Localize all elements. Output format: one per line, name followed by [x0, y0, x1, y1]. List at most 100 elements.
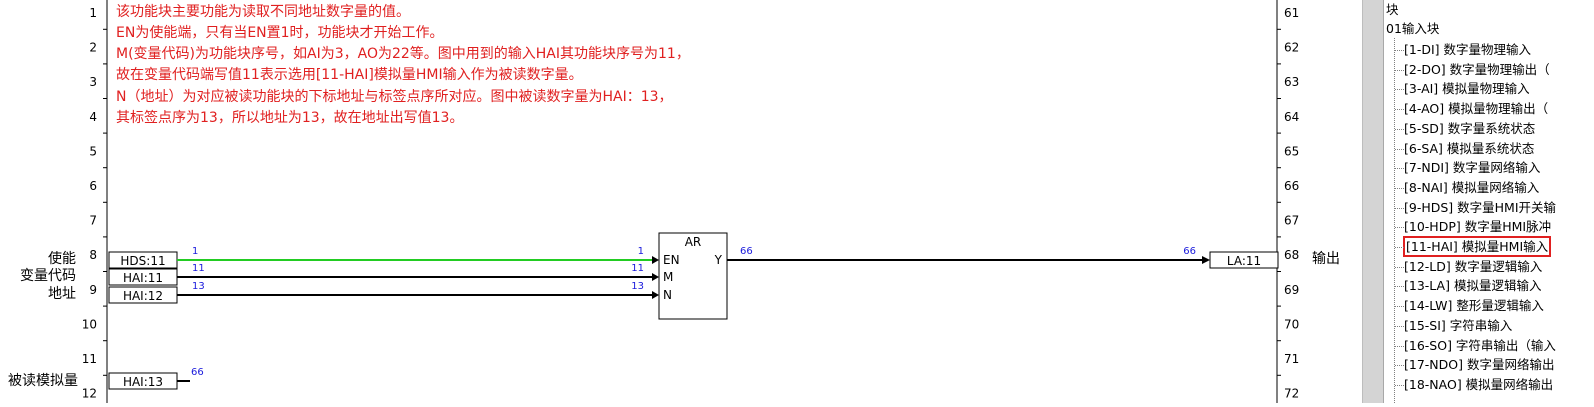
- row-number-left: 4: [89, 110, 97, 124]
- enable-arrow: [652, 256, 659, 264]
- row-number-left: 8: [89, 248, 97, 262]
- note-line: 该功能块主要功能为读取不同地址数字量的值。: [116, 3, 410, 20]
- label-read-analog: 被读模拟量: [8, 372, 78, 389]
- row-number-right: 61: [1284, 6, 1299, 20]
- pin-en: EN: [663, 253, 680, 267]
- block-title: AR: [685, 235, 702, 249]
- input-box-read-label: HAI:13: [123, 375, 163, 389]
- input-box-en-label: HDS:11: [120, 254, 165, 268]
- tree-branch-line: [1395, 266, 1404, 268]
- row-number-left: 1: [89, 6, 97, 20]
- output-arrow: [1202, 256, 1210, 264]
- input-box-read[interactable]: HAI:13: [108, 372, 178, 390]
- code-arrow: [652, 273, 659, 281]
- note-line: EN为使能端，只有当EN置1时，功能块才开始工作。: [116, 24, 444, 41]
- label-variable-code: 变量代码: [20, 268, 76, 284]
- row-number-right: 62: [1284, 41, 1299, 55]
- tree-branch-line: [1395, 345, 1404, 347]
- address-arrow: [652, 291, 659, 299]
- block-tree-panel: 块 01输入块 [1-DI] 数字量物理输入 [2-DO] 数字量物理输出（ [3-…: [1383, 0, 1594, 403]
- input-box-n-label: HAI:12: [123, 289, 163, 303]
- row-number-left: 12: [82, 387, 97, 401]
- tree-item[interactable]: [5-SD] 数字量系统状态: [1404, 120, 1536, 136]
- row-number-right: 63: [1284, 75, 1299, 89]
- input-box-m[interactable]: HAI:11: [108, 268, 178, 286]
- value-en-src: 1: [192, 246, 198, 257]
- tree-item[interactable]: [14-LW] 整形量逻辑输入: [1404, 298, 1544, 314]
- row-number-right: 71: [1284, 352, 1299, 366]
- row-number-left: 9: [89, 283, 97, 297]
- value-y-dst: 66: [1183, 246, 1196, 257]
- ar-function-block[interactable]: AR EN M N Y: [658, 232, 728, 320]
- row-number-right: 72: [1284, 387, 1299, 401]
- tree-branch-line: [1395, 306, 1404, 308]
- row-number-right: 65: [1284, 144, 1299, 158]
- value-en-dst: 1: [638, 246, 644, 257]
- tree-branch-line: [1395, 384, 1404, 386]
- tree-item[interactable]: [11-HAI] 模拟量HMI输入: [1402, 236, 1552, 257]
- note-line: N（地址）为对应被读功能块的下标地址与标签点序所对应。图中被读数字量为HAI：1…: [116, 88, 673, 105]
- pin-y: Y: [714, 253, 723, 267]
- row-number-left: 2: [89, 41, 97, 55]
- row-number-left: 6: [89, 179, 97, 193]
- tree-branch-line: [1395, 168, 1404, 170]
- row-number-left: 11: [82, 352, 97, 366]
- row-number-right: 66: [1284, 179, 1299, 193]
- input-box-en[interactable]: HDS:11: [108, 251, 178, 269]
- tree-item[interactable]: [13-LA] 模拟量逻辑输入: [1404, 278, 1542, 294]
- label-address: 地址: [48, 286, 76, 302]
- input-box-m-label: HAI:11: [123, 271, 163, 285]
- row-number-left: 3: [89, 75, 97, 89]
- input-box-n[interactable]: HAI:12: [108, 286, 178, 304]
- tree-branch-line: [1395, 148, 1404, 150]
- tree-branch-line: [1395, 69, 1404, 71]
- tree-branch-line: [1395, 128, 1404, 130]
- row-number-left: 5: [89, 144, 97, 158]
- tree-branch-line: [1395, 227, 1404, 229]
- row-number-left: 7: [89, 214, 97, 228]
- tree-item[interactable]: [12-LD] 数字量逻辑输入: [1404, 258, 1543, 274]
- tree-item[interactable]: [8-NAI] 模拟量网络输入: [1404, 179, 1540, 195]
- tree-item[interactable]: [18-NAO] 模拟量网络输出: [1404, 376, 1554, 392]
- output-box[interactable]: LA:11: [1209, 251, 1279, 269]
- tree-item[interactable]: [1-DI] 数字量物理输入: [1404, 42, 1532, 57]
- output-box-label: LA:11: [1227, 254, 1261, 268]
- tree-item[interactable]: [10-HDP] 数字量HMI脉冲: [1404, 219, 1552, 235]
- pin-m: M: [663, 270, 673, 284]
- tree-branch-line: [1395, 247, 1404, 248]
- value-read: 66: [191, 367, 204, 378]
- tree-item[interactable]: [4-AO] 模拟量物理输出（: [1404, 101, 1549, 117]
- tree-item[interactable]: [9-HDS] 数字量HMI开关输: [1404, 199, 1557, 215]
- tree-branch-line: [1395, 109, 1404, 111]
- pin-n: N: [663, 288, 672, 302]
- tree-branch-line: [1395, 325, 1404, 327]
- value-n-src: 13: [192, 281, 205, 292]
- tree-group-input[interactable]: 01输入块: [1386, 21, 1440, 36]
- label-enable: 使能: [48, 250, 76, 267]
- tree-item[interactable]: [17-NDO] 数字量网络输出: [1404, 357, 1555, 373]
- row-number-right: 64: [1284, 110, 1299, 124]
- label-output: 输出: [1312, 251, 1340, 267]
- tree-item[interactable]: [7-NDI] 数字量网络输入: [1404, 160, 1541, 176]
- value-m-src: 11: [192, 263, 205, 274]
- tree-branch-line: [1395, 89, 1404, 91]
- tree-item[interactable]: [15-SI] 字符串输入: [1404, 317, 1513, 333]
- tree-branch-line: [1395, 187, 1404, 189]
- tree-root[interactable]: 块: [1386, 2, 1399, 17]
- value-y-src: 66: [740, 246, 753, 257]
- tree-connector: [1394, 38, 1395, 403]
- row-number-left: 10: [82, 317, 97, 331]
- tree-item[interactable]: [16-SO] 字符串输出（输入: [1404, 337, 1556, 353]
- vertical-scrollbar[interactable]: [1362, 0, 1383, 403]
- row-number-right: 68: [1284, 248, 1299, 262]
- tree-item[interactable]: [2-DO] 数字量物理输出（: [1404, 61, 1550, 77]
- value-m-dst: 11: [631, 263, 644, 274]
- tree-branch-line: [1395, 50, 1404, 51]
- tree-item[interactable]: [6-SA] 模拟量系统状态: [1404, 140, 1535, 156]
- tree-item[interactable]: [3-AI] 模拟量物理输入: [1404, 81, 1530, 97]
- row-number-right: 67: [1284, 214, 1299, 228]
- tree-branch-line: [1395, 286, 1404, 288]
- row-number-right: 69: [1284, 283, 1299, 297]
- value-n-dst: 13: [631, 281, 644, 292]
